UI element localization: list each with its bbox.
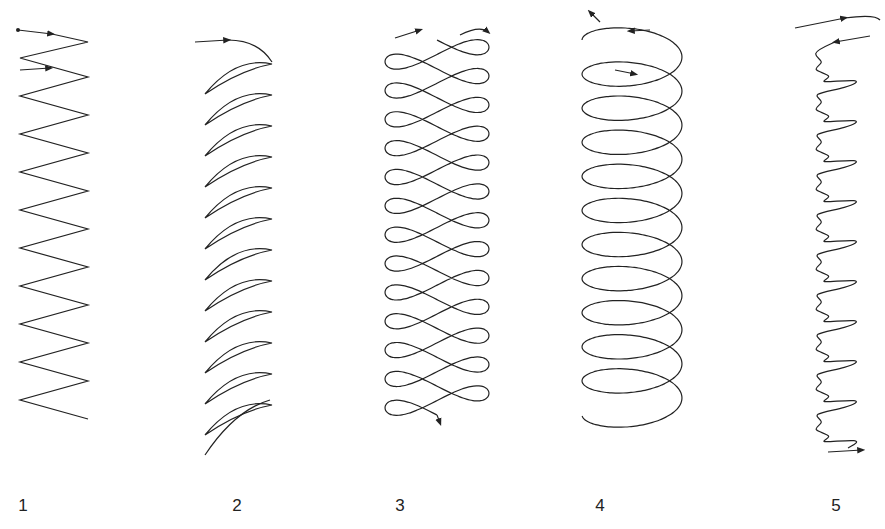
weave-stroke xyxy=(205,218,272,249)
weave-stroke xyxy=(205,125,272,156)
weave-stroke xyxy=(205,342,272,373)
weave-stroke xyxy=(205,94,272,125)
weave-stroke xyxy=(205,249,272,280)
hook-pattern xyxy=(795,16,880,452)
weave-stroke xyxy=(437,415,440,423)
weave-stroke xyxy=(20,34,88,419)
pattern-number: 1 xyxy=(18,496,27,516)
pattern-number: 4 xyxy=(595,496,604,516)
weave-stroke xyxy=(582,28,682,427)
weave-stroke xyxy=(460,29,488,35)
weave-stroke xyxy=(205,187,272,218)
pattern-number: 3 xyxy=(395,496,404,516)
weave-stroke xyxy=(845,16,880,20)
weave-stroke xyxy=(228,40,272,62)
weave-stroke xyxy=(590,12,600,22)
weave-stroke xyxy=(18,30,52,34)
weave-stroke xyxy=(205,311,272,342)
weave-stroke xyxy=(630,30,650,31)
weave-stroke xyxy=(835,36,870,42)
pattern-number: 2 xyxy=(232,496,241,516)
weave-stroke xyxy=(385,40,489,416)
weave-stroke xyxy=(205,63,272,94)
loop-pattern xyxy=(582,12,682,427)
weave-stroke xyxy=(195,40,228,42)
weave-stroke xyxy=(395,30,420,38)
weave-stroke xyxy=(615,70,635,74)
weave-stroke xyxy=(205,280,272,311)
weave-stroke xyxy=(816,42,857,448)
weave-stroke xyxy=(20,68,50,70)
figure-eight-pattern xyxy=(385,29,489,423)
zigzag-pattern xyxy=(16,28,88,419)
weave-stroke xyxy=(205,400,270,455)
weave-stroke xyxy=(795,18,845,28)
crescent-pattern xyxy=(195,40,272,455)
weave-stroke xyxy=(205,404,272,435)
weave-stroke xyxy=(828,450,862,452)
weave-stroke xyxy=(205,373,272,404)
pattern-number: 5 xyxy=(831,496,840,516)
weave-stroke xyxy=(205,156,272,187)
